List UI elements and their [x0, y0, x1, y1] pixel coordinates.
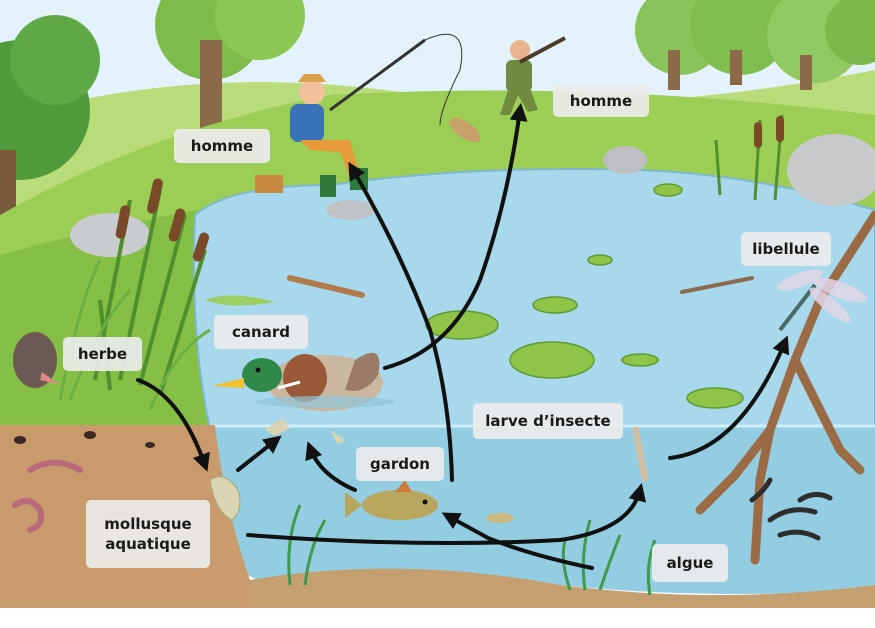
small-fish — [486, 513, 514, 523]
label-larve-insecte: larve d’insecte — [473, 403, 623, 439]
arrow-mollusque-to-canard — [236, 435, 282, 472]
label-homme-fisher: homme — [174, 129, 270, 163]
roach-fish — [345, 480, 438, 520]
hunter — [500, 36, 566, 115]
arrow-gardon-to-homme — [348, 161, 454, 482]
arrow-larve-to-libellule — [668, 335, 790, 460]
floating-leaf — [205, 295, 275, 306]
floating-stick — [287, 275, 365, 298]
floating-twig — [680, 276, 754, 294]
small-snails — [265, 418, 345, 445]
label-mollusque-aquatique: mollusque aquatique — [86, 500, 210, 568]
arrow-canard-to-homme — [383, 102, 528, 370]
insect-larva — [632, 426, 649, 482]
label-gardon: gardon — [356, 447, 444, 481]
hooked-fish — [449, 117, 481, 143]
pond-bottom — [250, 568, 875, 610]
label-herbe: herbe — [63, 337, 142, 371]
rocks — [70, 134, 875, 257]
arrow-gardon-to-canard — [305, 441, 357, 492]
leeches — [749, 477, 833, 541]
label-homme-hunter: homme — [553, 85, 649, 117]
ground-strip — [0, 608, 875, 628]
label-algue: algue — [652, 544, 728, 582]
shrew — [13, 332, 60, 388]
duck — [212, 352, 395, 411]
label-libellule: libellule — [741, 232, 831, 266]
fisherman — [255, 33, 463, 197]
water-snail — [209, 476, 241, 521]
arrow-algue-to-gardon — [441, 512, 594, 570]
food-web-arrows — [136, 102, 790, 570]
background-trees — [155, 0, 875, 150]
cattails-right — [714, 114, 784, 201]
arrow-herbe-to-mollusque — [136, 378, 210, 472]
arrow-mollusque-to-larve — [246, 483, 647, 546]
dragonfly — [777, 269, 867, 332]
label-canard: canard — [214, 315, 308, 349]
